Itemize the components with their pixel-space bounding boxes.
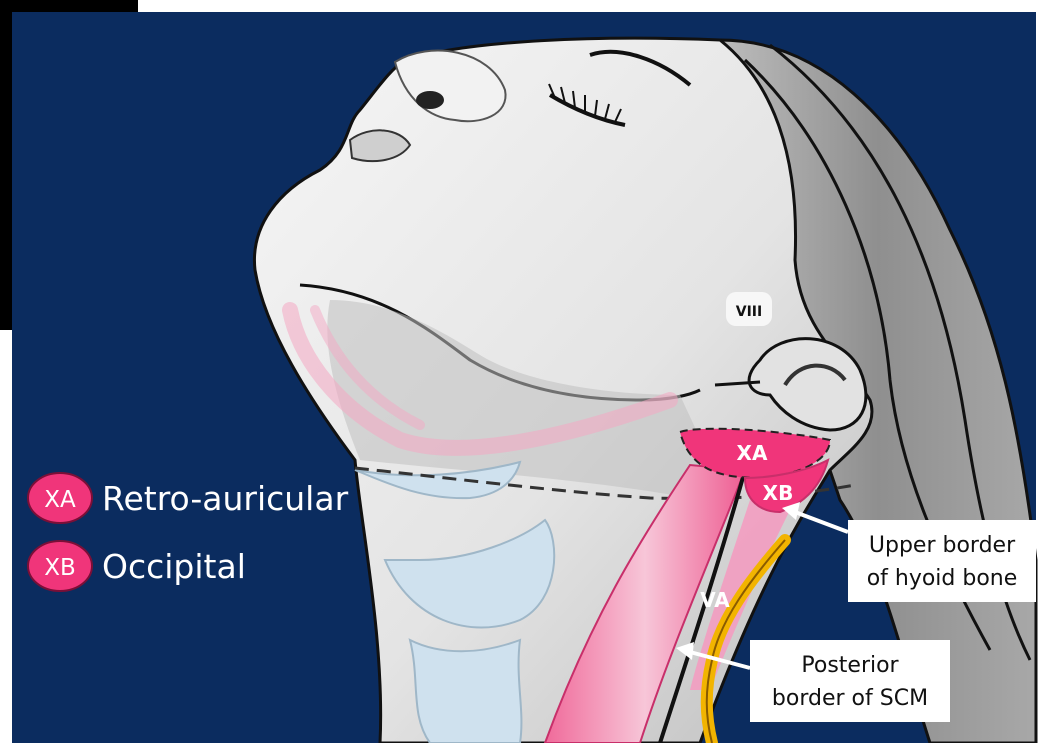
top-white-strip — [138, 0, 1047, 12]
legend-label-xa: Retro-auricular — [102, 479, 349, 518]
region-xa-label: XA — [737, 441, 768, 465]
right-white-strip — [1036, 0, 1047, 743]
trachea — [410, 640, 521, 743]
left-black-strip — [0, 330, 12, 743]
legend-badge-xa-text: XA — [44, 487, 76, 513]
left-black-panel — [0, 0, 12, 356]
region-viii-label: VIII — [736, 304, 762, 320]
callout-scm-line1: Posterior — [801, 653, 899, 678]
callout-scm-line2: border of SCM — [772, 686, 928, 711]
legend-badge-xb-text: XB — [44, 555, 76, 581]
callout-hyoid-line1: Upper border — [869, 533, 1016, 558]
region-xb-label: XB — [763, 481, 794, 505]
callout-hyoid-line2: of hyoid bone — [867, 566, 1018, 591]
legend-label-xb: Occipital — [102, 547, 246, 586]
nostril — [416, 91, 444, 109]
region-va-label: VA — [700, 588, 730, 612]
top-left-black-panel — [0, 0, 138, 12]
